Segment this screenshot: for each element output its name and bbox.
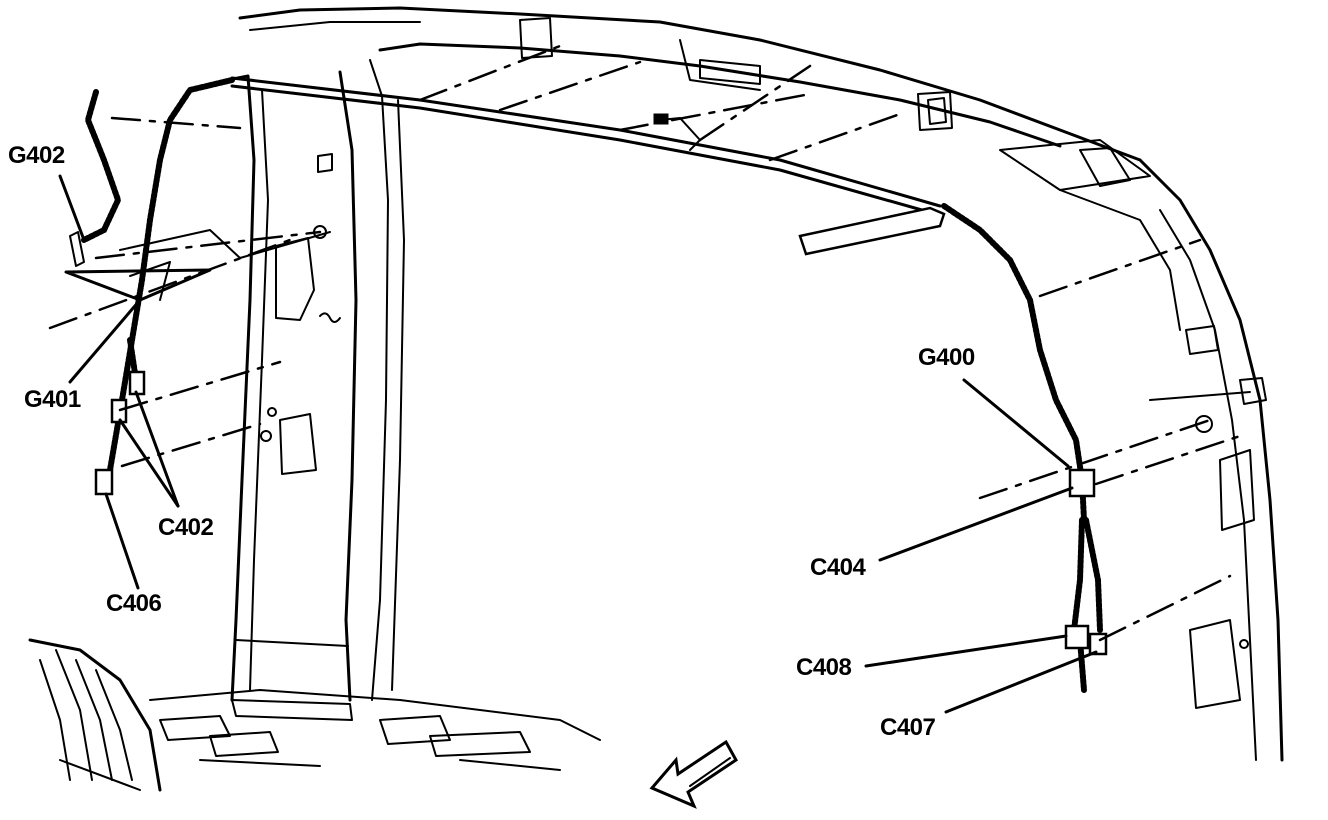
callout-g401: G401 — [24, 386, 81, 413]
callout-g402: G402 — [8, 142, 65, 169]
leader-lines — [58, 174, 1098, 714]
right-harness — [941, 203, 1108, 693]
callout-c406: C406 — [106, 590, 162, 617]
floor-area — [28, 638, 601, 792]
callout-c407: C407 — [880, 714, 936, 741]
roof-rail-harness — [230, 76, 946, 256]
left-harness — [64, 77, 331, 496]
alignment-lines — [48, 44, 1242, 642]
left-pillar — [226, 59, 405, 721]
callout-c408: C408 — [796, 654, 852, 681]
callout-c402: C402 — [158, 514, 214, 541]
right-panel — [1149, 325, 1267, 709]
direction-arrow-icon — [649, 739, 738, 809]
callout-g400: G400 — [918, 344, 975, 371]
callout-c404: C404 — [810, 554, 866, 581]
roof-frame — [238, 6, 1284, 762]
